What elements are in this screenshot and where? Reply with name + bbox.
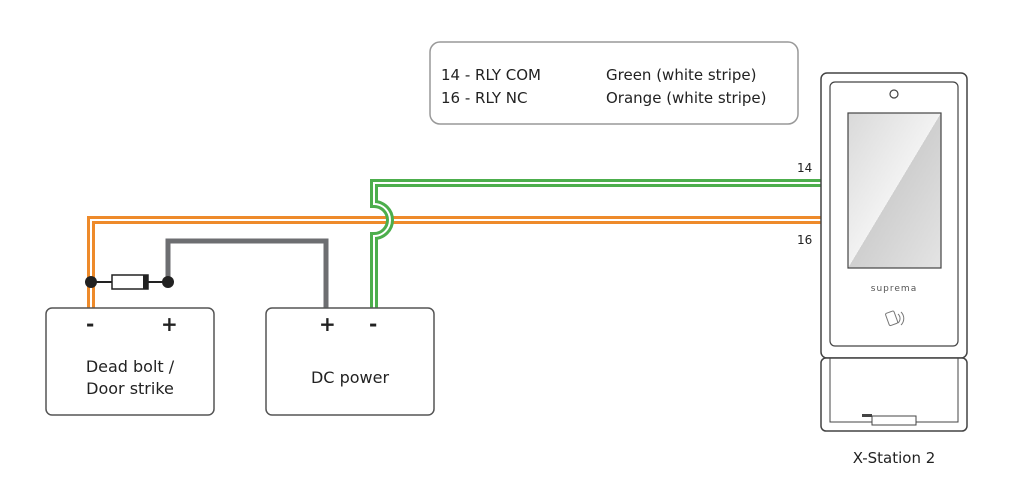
device-name: X-Station 2 xyxy=(853,449,936,467)
dead-bolt-plus: + xyxy=(161,312,178,336)
dc-power-minus: - xyxy=(369,312,377,336)
gray-wire xyxy=(165,238,329,308)
legend-pin-16: 16 - RLY NC xyxy=(441,89,527,107)
device-brand: suprema xyxy=(871,284,917,294)
dead-bolt-minus: - xyxy=(86,312,94,336)
green-wire xyxy=(370,179,822,308)
device-screen xyxy=(847,112,942,269)
dc-power-plus: + xyxy=(319,312,336,336)
orange-wire xyxy=(87,216,822,308)
dc-power-label: DC power xyxy=(311,368,389,387)
camera-icon xyxy=(889,89,899,99)
dc-power-box: + - DC power xyxy=(265,307,435,416)
legend-color-14: Green (white stripe) xyxy=(606,66,757,84)
diode xyxy=(85,274,174,290)
dead-bolt-label-line1: Dead bolt / xyxy=(86,357,175,376)
dead-bolt-label-line2: Door strike xyxy=(86,379,174,398)
dead-bolt-box: - + Dead bolt / Door strike xyxy=(45,307,215,416)
legend-pin-14: 14 - RLY COM xyxy=(441,66,541,84)
legend-color-16: Orange (white stripe) xyxy=(606,89,767,107)
pin-14-label: 14 xyxy=(797,161,812,175)
rfid-icon xyxy=(885,310,905,327)
pin-16-label: 16 xyxy=(797,233,812,247)
wire-legend: 14 - RLY COM Green (white stripe) 16 - R… xyxy=(429,41,799,125)
device-slot xyxy=(871,415,917,426)
x-station-device: suprema X-Station 2 xyxy=(820,72,968,467)
